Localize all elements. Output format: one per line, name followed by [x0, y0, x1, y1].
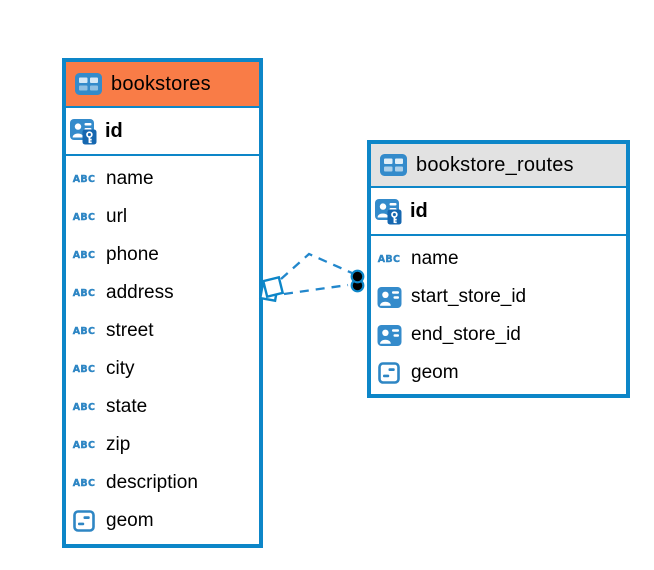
text-column-icon: ABC — [72, 401, 96, 413]
text-column-icon: ABC — [72, 325, 96, 337]
relationship-diamond-front — [261, 275, 285, 299]
text-column-icon: ABC — [72, 439, 96, 451]
column-row-name[interactable]: ABC name — [66, 160, 259, 198]
column-name: name — [411, 248, 459, 269]
column-name: end_store_id — [411, 324, 521, 345]
column-row-street[interactable]: ABC street — [66, 312, 259, 350]
column-row-end-store-id[interactable]: end_store_id — [371, 316, 626, 354]
column-row-phone[interactable]: ABC phone — [66, 236, 259, 274]
table-icon — [379, 154, 407, 176]
column-name: id — [410, 199, 428, 222]
column-row-description[interactable]: ABC description — [66, 464, 259, 502]
table-name: bookstores — [111, 72, 211, 95]
table-bookstores[interactable]: bookstores id ABC name — [62, 58, 263, 548]
column-name: geom — [106, 510, 154, 531]
relationship-line-start-store-id[interactable] — [280, 252, 353, 280]
reference-column-icon — [375, 286, 403, 309]
column-name: zip — [106, 434, 131, 455]
column-name: start_store_id — [411, 286, 527, 307]
column-name: address — [106, 282, 174, 303]
column-name: description — [106, 472, 198, 493]
column-name: geom — [411, 362, 459, 383]
column-row-geom[interactable]: geom — [371, 354, 626, 392]
reference-column-icon — [375, 324, 403, 347]
primary-key-icon — [374, 197, 402, 225]
text-column-icon: ABC — [72, 287, 96, 299]
column-name: name — [106, 168, 154, 189]
column-name: url — [106, 206, 128, 227]
column-name: phone — [106, 244, 159, 265]
text-column-icon: ABC — [72, 477, 96, 489]
text-column-icon: ABC — [377, 253, 401, 265]
text-column-icon: ABC — [72, 173, 96, 185]
column-row-address[interactable]: ABC address — [66, 274, 259, 312]
column-row-id[interactable]: id — [371, 188, 626, 236]
geometry-column-icon — [70, 510, 98, 532]
relationship-line-end-store-id[interactable] — [283, 283, 349, 296]
table-header-bookstores[interactable]: bookstores — [66, 62, 259, 108]
geometry-column-icon — [375, 362, 403, 384]
column-list: ABC name start_store_id — [371, 236, 626, 392]
column-row-id[interactable]: id — [66, 108, 259, 156]
column-name: street — [106, 320, 154, 341]
text-column-icon: ABC — [72, 249, 96, 261]
column-name: id — [105, 119, 123, 142]
column-name: city — [106, 358, 135, 379]
primary-key-icon — [69, 117, 97, 145]
table-icon — [74, 73, 102, 95]
column-row-geom[interactable]: geom — [66, 502, 259, 540]
column-row-name[interactable]: ABC name — [371, 240, 626, 278]
column-list: ABC name ABC url ABC phone ABC address A… — [66, 156, 259, 540]
column-row-city[interactable]: ABC city — [66, 350, 259, 388]
text-column-icon: ABC — [72, 211, 96, 223]
column-row-state[interactable]: ABC state — [66, 388, 259, 426]
column-row-start-store-id[interactable]: start_store_id — [371, 278, 626, 316]
relationship-endpoint-dot-front — [350, 269, 365, 284]
relationship-endpoint-dot-back — [350, 278, 365, 293]
table-name: bookstore_routes — [416, 153, 574, 176]
table-header-bookstore-routes[interactable]: bookstore_routes — [371, 144, 626, 188]
column-name: state — [106, 396, 148, 417]
column-row-url[interactable]: ABC url — [66, 198, 259, 236]
table-bookstore-routes[interactable]: bookstore_routes id ABC name — [367, 140, 630, 398]
column-row-zip[interactable]: ABC zip — [66, 426, 259, 464]
text-column-icon: ABC — [72, 363, 96, 375]
